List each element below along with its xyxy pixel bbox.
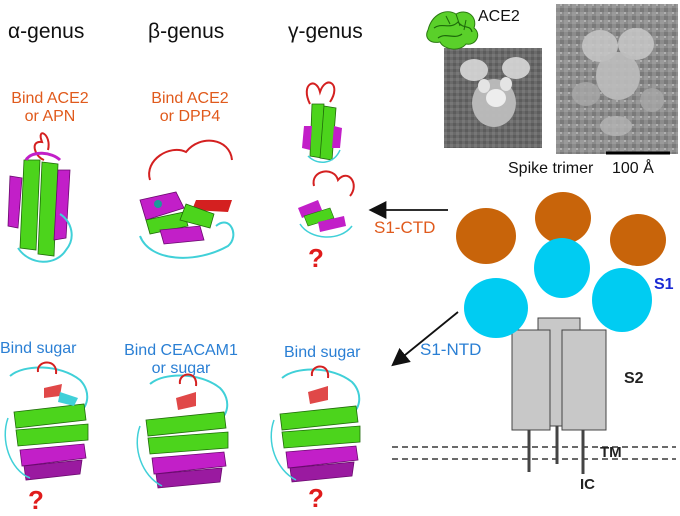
s2-domain [511,317,607,474]
s1-ctd-left [456,208,516,264]
alpha-ctd-receptor-label: Bind ACE2 or APN [2,90,98,127]
beta-ntd-structure [136,373,229,489]
alpha-ctd-line-2: or APN [24,108,76,126]
gamma-genus-title: γ-genus [288,20,363,43]
beta-ntd-receptor-label: Bind CEACAM1 or sugar [122,342,240,379]
s1-ntd-top [534,238,590,298]
beta-ctd-line-1: Bind ACE2 [151,90,229,107]
beta-ctd-receptor-label: Bind ACE2 or DPP4 [140,90,240,127]
s1-ctd-right [610,214,666,266]
ace2-bound-em-image [444,48,542,148]
alpha-ctd-structure [7,132,73,263]
s1-ctd-top [535,192,591,244]
alpha-genus-title: α-genus [8,20,85,43]
gamma-ntd-sugar-label: Bind sugar [284,344,361,361]
scale-bar-label: 100 Å [612,160,654,177]
s2-left-stalk [511,329,551,431]
spike-trimer-em-image [556,4,678,154]
s1-ntd-arrow [391,311,459,367]
beta-ntd-line-1: Bind CEACAM1 [124,342,238,359]
gamma-ctd-unknown-mark: ? [308,243,324,273]
tm-label: TM [600,444,622,461]
alpha-ctd-line-1: Bind ACE2 [11,90,89,107]
spike-trimer-label: Spike trimer [508,160,594,177]
gamma-ntd-unknown-mark: ? [308,483,324,513]
gamma-ctd-structure-top [302,81,342,163]
s1-ctd-label: S1-CTD [374,218,436,237]
beta-ctd-line-2: or DPP4 [159,108,221,126]
beta-genus-title: β-genus [148,20,225,43]
beta-ntd-line-2: or sugar [151,360,211,378]
s2-label: S2 [624,370,644,387]
s2-right-stalk [561,329,607,431]
ace2-label: ACE2 [478,8,520,25]
ic-label: IC [580,476,595,493]
gamma-ntd-structure [270,365,361,483]
gamma-ctd-structure-bottom [298,170,355,238]
s1-ntd-left [464,278,528,338]
spike-trimer-em-texture [556,4,678,154]
beta-ctd-structure [139,139,235,259]
alpha-ntd-sugar-label: Bind sugar [0,340,77,357]
s1-label: S1 [654,276,674,293]
s1-ntd-label: S1-NTD [420,340,482,359]
s1-ntd-right [592,268,652,332]
ace2-bound-em-texture [444,48,542,148]
alpha-ntd-unknown-mark: ? [28,485,44,515]
alpha-ntd-structure [4,361,89,481]
